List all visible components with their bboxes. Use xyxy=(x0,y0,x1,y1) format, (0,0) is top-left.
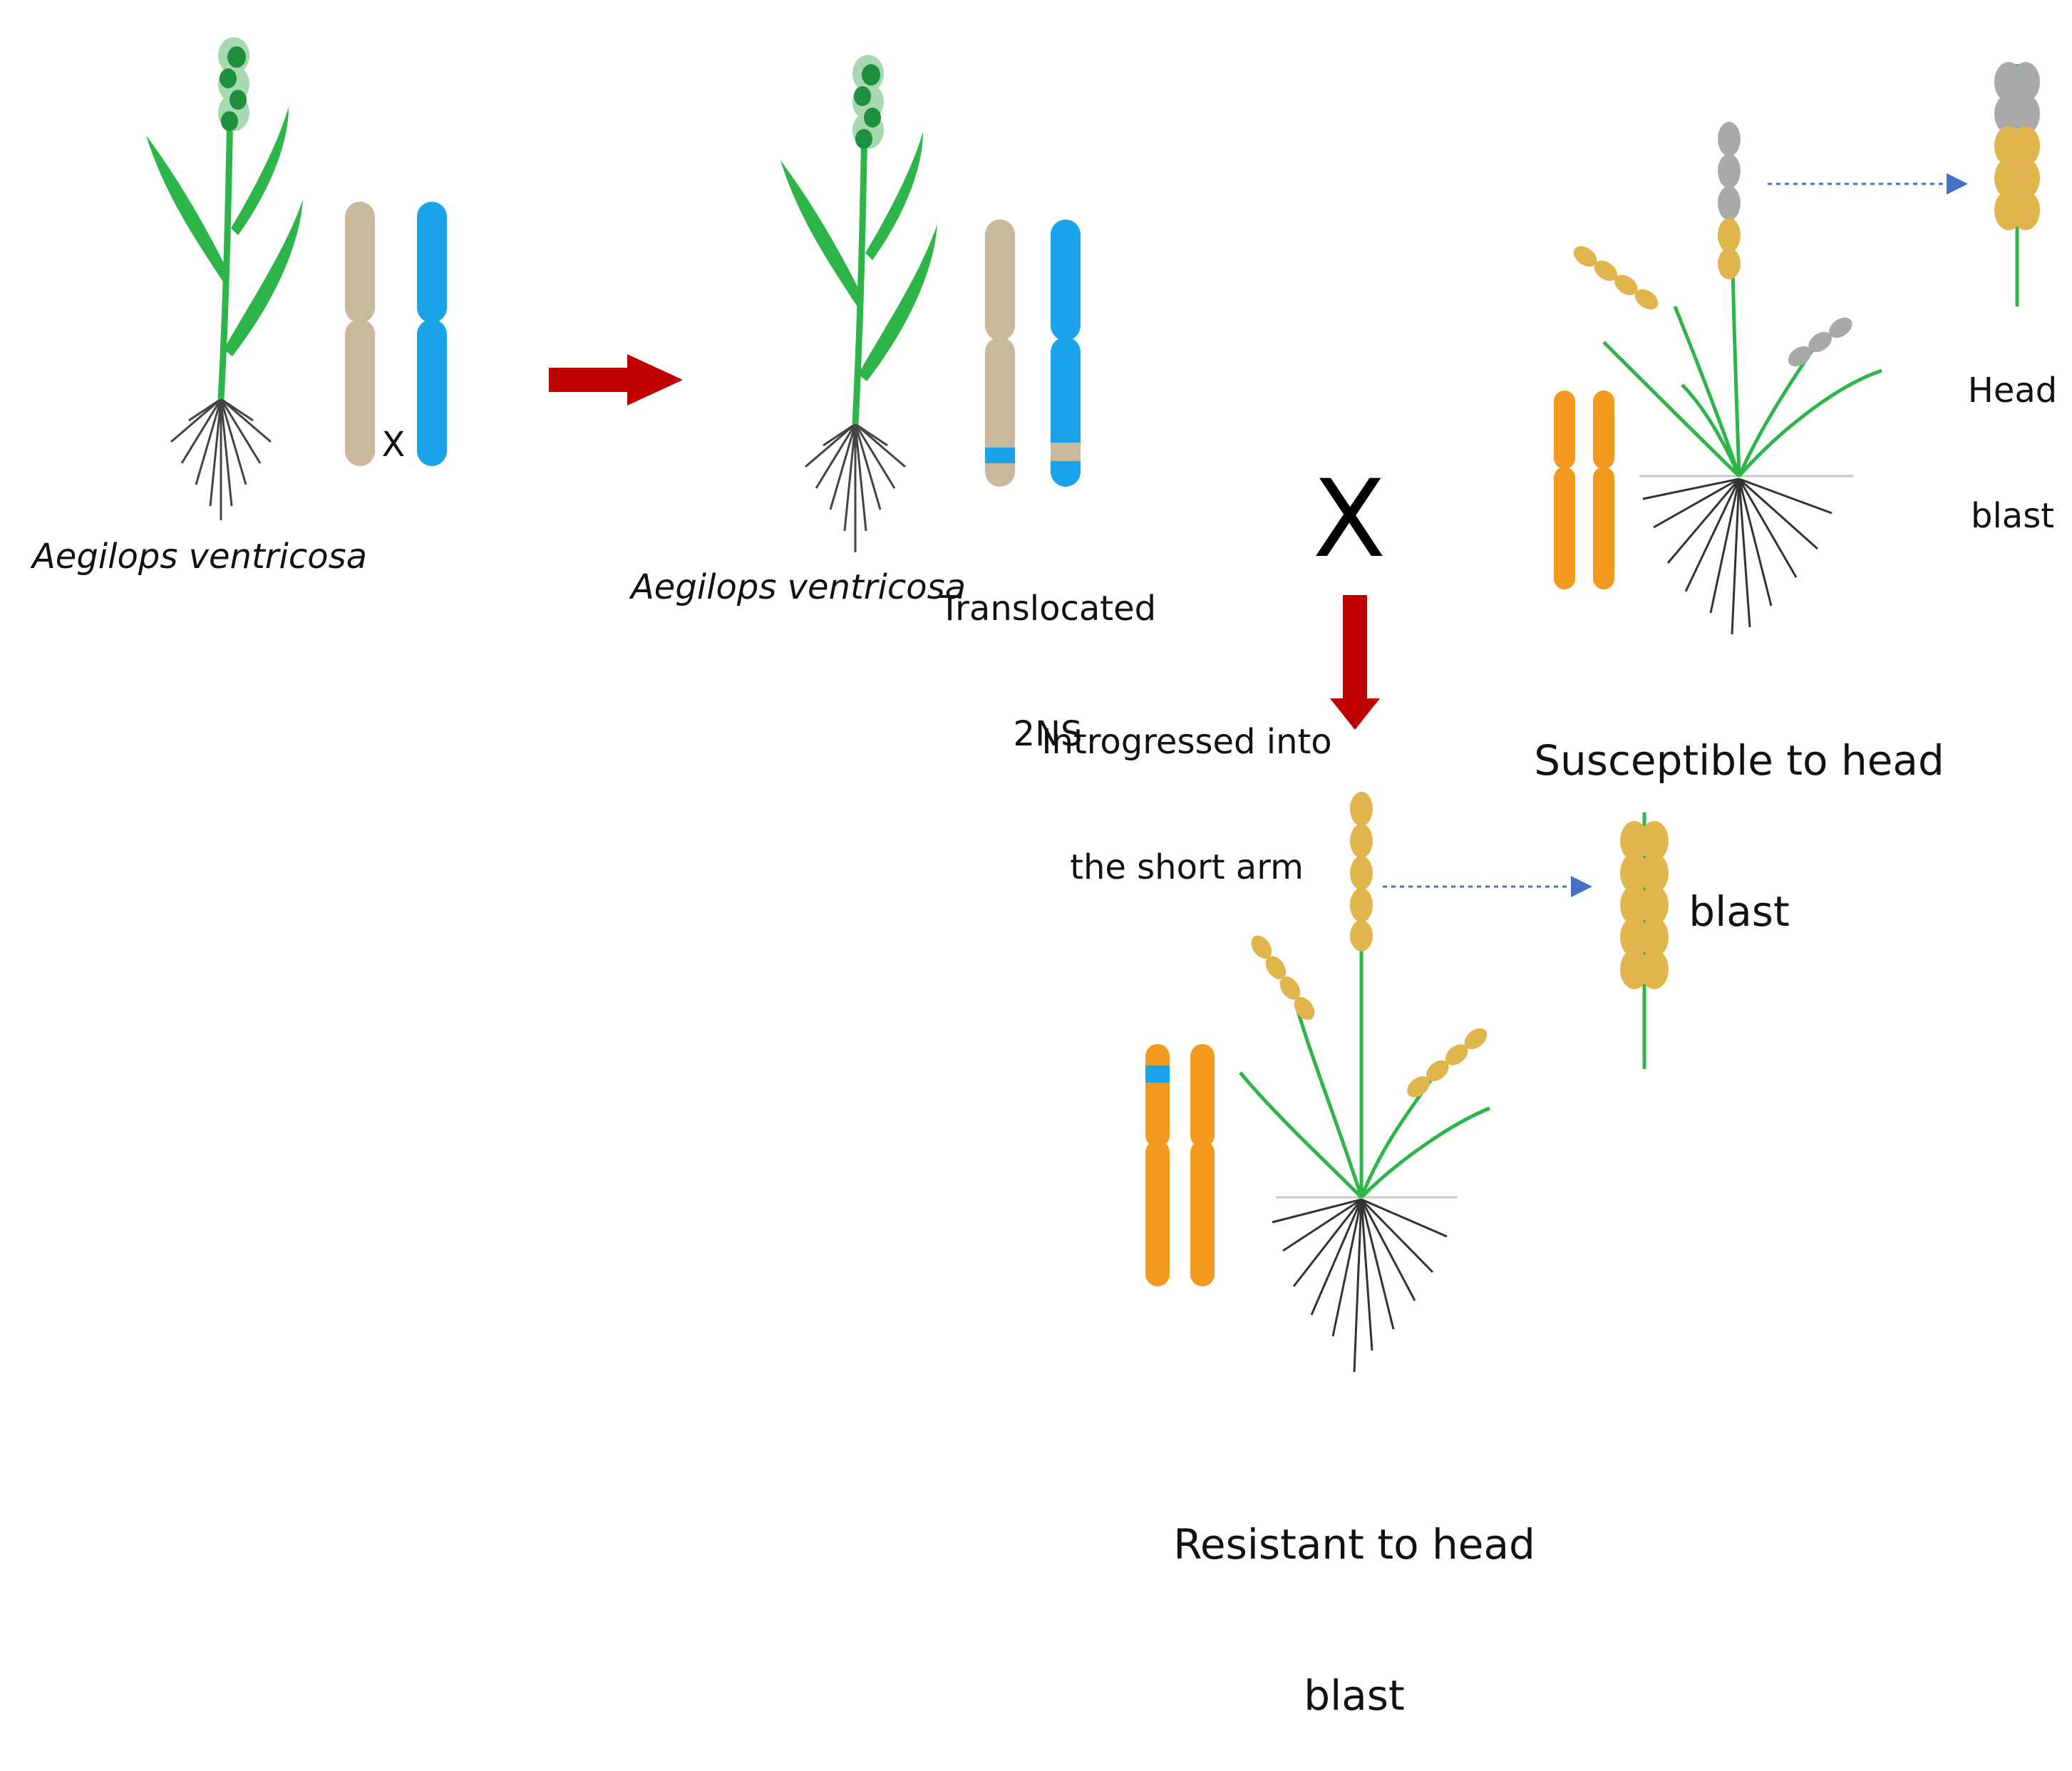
aegilops-chromosome-left xyxy=(345,202,375,466)
head-blast-label: Head blast xyxy=(1953,286,2072,579)
introgressed-label-line1: Introgressed into xyxy=(1041,722,1332,763)
main-spike-healthy xyxy=(1350,792,1373,951)
translocated-label-line1: Translocated xyxy=(939,589,1157,629)
wheat-chromosome-pair-susceptible xyxy=(1554,391,1614,589)
translocated-label: Translocated 2NS xyxy=(919,505,1176,797)
head-blast-label-line2: blast xyxy=(1970,495,2055,536)
resistant-label: Resistant to head blast xyxy=(1140,1418,1568,1771)
plant-roots xyxy=(1272,1198,1448,1373)
plant-roots xyxy=(1642,477,1833,635)
big-cross-mark: X xyxy=(1313,458,1386,582)
process-arrow-down xyxy=(1330,595,1380,730)
side-spike xyxy=(1407,1028,1488,1098)
leaf xyxy=(865,132,923,260)
susceptible-label-line2: blast xyxy=(1689,887,1790,936)
resistant-label-line2: blast xyxy=(1304,1671,1405,1720)
leaf xyxy=(231,107,289,235)
spike xyxy=(218,37,249,131)
introgression-segment xyxy=(985,448,1015,463)
head-blast-spike xyxy=(1994,62,2040,306)
leaf xyxy=(780,160,864,310)
wheat-chromosome-introgressed xyxy=(1145,1044,1170,1286)
susceptible-label-line1: Susceptible to head xyxy=(1534,735,1944,785)
wheat-chromosome-normal xyxy=(1190,1044,1215,1286)
breeding-diagram: X xyxy=(146,37,2040,1373)
susceptible-wheat-plant xyxy=(1573,122,1882,635)
translocated-chromosome-tan xyxy=(985,220,1015,487)
main-spike-blasted xyxy=(1718,122,1741,279)
side-spike xyxy=(1573,246,1659,310)
spike xyxy=(852,55,884,149)
stems xyxy=(1239,930,1490,1199)
translocated-label-line2: 2NS xyxy=(1013,713,1083,754)
introgression-segment xyxy=(1145,1065,1170,1083)
leaf xyxy=(858,224,937,381)
process-arrow-right xyxy=(549,354,683,406)
aegilops-plant-left xyxy=(146,37,303,520)
chromosome-cross-mark: X xyxy=(382,425,406,465)
aegilops-plant-middle xyxy=(780,55,937,552)
leaf xyxy=(224,200,303,356)
leaf xyxy=(146,135,230,285)
resistant-wheat-plant xyxy=(1239,792,1490,1373)
healthy-spike xyxy=(1620,812,1669,1069)
aegilops-label-middle: Aegilops ventricosa xyxy=(630,567,967,607)
side-spike-blasted xyxy=(1788,317,1852,367)
susceptible-label: Susceptible to head blast xyxy=(1525,634,1953,987)
aegilops-label-left: Aegilops ventricosa xyxy=(31,537,368,577)
plant-roots xyxy=(805,423,906,552)
translocated-segment xyxy=(1051,443,1081,461)
resistant-label-line1: Resistant to head xyxy=(1173,1519,1535,1569)
introgressed-label-line2: the short arm xyxy=(1070,847,1304,887)
translocated-chromosome-blue xyxy=(1051,220,1081,487)
plant-roots xyxy=(170,398,272,520)
introgressed-label: Introgressed into the short arm xyxy=(1026,638,1347,930)
head-blast-label-line1: Head xyxy=(1967,371,2058,411)
side-spike xyxy=(1251,935,1315,1021)
blue-chromosome-left xyxy=(417,202,447,466)
